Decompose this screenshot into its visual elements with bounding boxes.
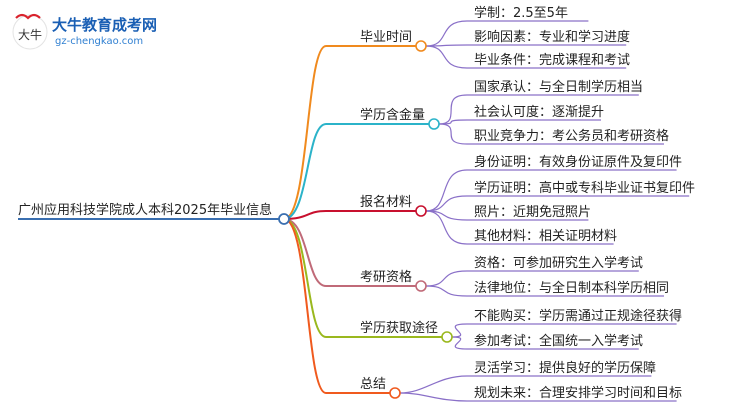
branch-label[interactable]: 学历含金量 — [360, 107, 425, 123]
leaf-label[interactable]: 照片：近期免冠照片 — [474, 205, 591, 220]
leaf-connector — [425, 210, 468, 245]
leaf-label[interactable]: 灵活学习：提供良好的学历保障 — [474, 360, 656, 376]
branch-connector — [283, 218, 327, 338]
leaf-connector — [425, 20, 468, 47]
root-node-dot[interactable] — [278, 213, 290, 225]
leaf-connector — [438, 94, 468, 125]
leaf-label[interactable]: 参加考试：全国统一入学考试 — [474, 333, 643, 349]
leaf-label[interactable]: 毕业条件：完成课程和考试 — [474, 52, 630, 68]
logo-badge — [12, 14, 48, 50]
leaf-label[interactable]: 国家承认：与全日制学历相当 — [474, 79, 643, 95]
leaf-label[interactable]: 法律地位：与全日制本科学历相同 — [474, 280, 669, 296]
leaf-connector — [425, 195, 468, 212]
branch-label[interactable]: 学历获取途径 — [360, 320, 438, 336]
leaf-connector — [451, 336, 468, 350]
leaf-label[interactable]: 规划未来：合理安排学习时间和目标 — [474, 385, 682, 401]
leaf-label[interactable]: 不能购买：学历需通过正规途径获得 — [474, 308, 682, 324]
logo-title: 大牛教育成考网 — [52, 16, 157, 34]
leaf-connector — [451, 323, 468, 338]
branch-node-dot[interactable] — [441, 331, 453, 343]
branch-label[interactable]: 报名材料 — [360, 194, 412, 210]
leaf-connector — [399, 375, 468, 394]
branch-label[interactable]: 总结 — [360, 377, 386, 392]
connector-layer — [18, 20, 690, 402]
branch-node-dot[interactable] — [389, 387, 401, 399]
branch-connector — [283, 123, 327, 220]
branch-connector — [283, 45, 327, 220]
leaf-connector — [425, 45, 468, 69]
branch-connector — [283, 218, 327, 394]
leaf-label[interactable]: 学制：2.5至5年 — [474, 5, 568, 21]
leaf-label[interactable]: 职业竞争力：考公务员和考研资格 — [474, 128, 669, 144]
leaf-label[interactable]: 身份证明：有效身份证原件及复印件 — [474, 154, 682, 170]
branch-label[interactable]: 考研资格 — [360, 269, 412, 285]
branch-node-dot[interactable] — [415, 280, 427, 292]
leaf-connector — [399, 392, 468, 402]
logo-bull-icon — [15, 13, 41, 20]
logo-mark: 大牛 — [18, 27, 42, 42]
site-logo[interactable]: 大牛 大牛教育成考网 gz-chengkao.com — [12, 13, 157, 50]
leaf-label[interactable]: 社会认可度：逐渐提升 — [474, 104, 604, 120]
leaf-connector — [425, 285, 468, 297]
leaf-label[interactable]: 影响因素：专业和学习进度 — [474, 29, 630, 45]
node-layer: 广州应用科技学院成人本科2025年毕业信息 毕业时间 学制：2.5至5年影响因素：专… — [18, 5, 695, 401]
branch-label[interactable]: 毕业时间 — [360, 30, 412, 45]
leaf-label[interactable]: 学历证明：高中或专科毕业证书复印件 — [474, 180, 695, 196]
leaf-label[interactable]: 其他材料：相关证明材料 — [474, 229, 617, 244]
branch-node-dot[interactable] — [415, 40, 427, 52]
logo-url: gz-chengkao.com — [55, 36, 143, 47]
leaf-connector — [438, 123, 468, 145]
leaf-connector — [425, 270, 468, 287]
leaf-label[interactable]: 资格：可参加研究生入学考试 — [474, 255, 643, 271]
branch-node-dot[interactable] — [428, 118, 440, 130]
leaf-connector — [438, 119, 468, 125]
leaf-connector — [425, 169, 468, 212]
branch-connector — [283, 218, 327, 287]
root-topic[interactable]: 广州应用科技学院成人本科2025年毕业信息 — [18, 202, 272, 218]
branch-node-dot[interactable] — [415, 205, 427, 217]
